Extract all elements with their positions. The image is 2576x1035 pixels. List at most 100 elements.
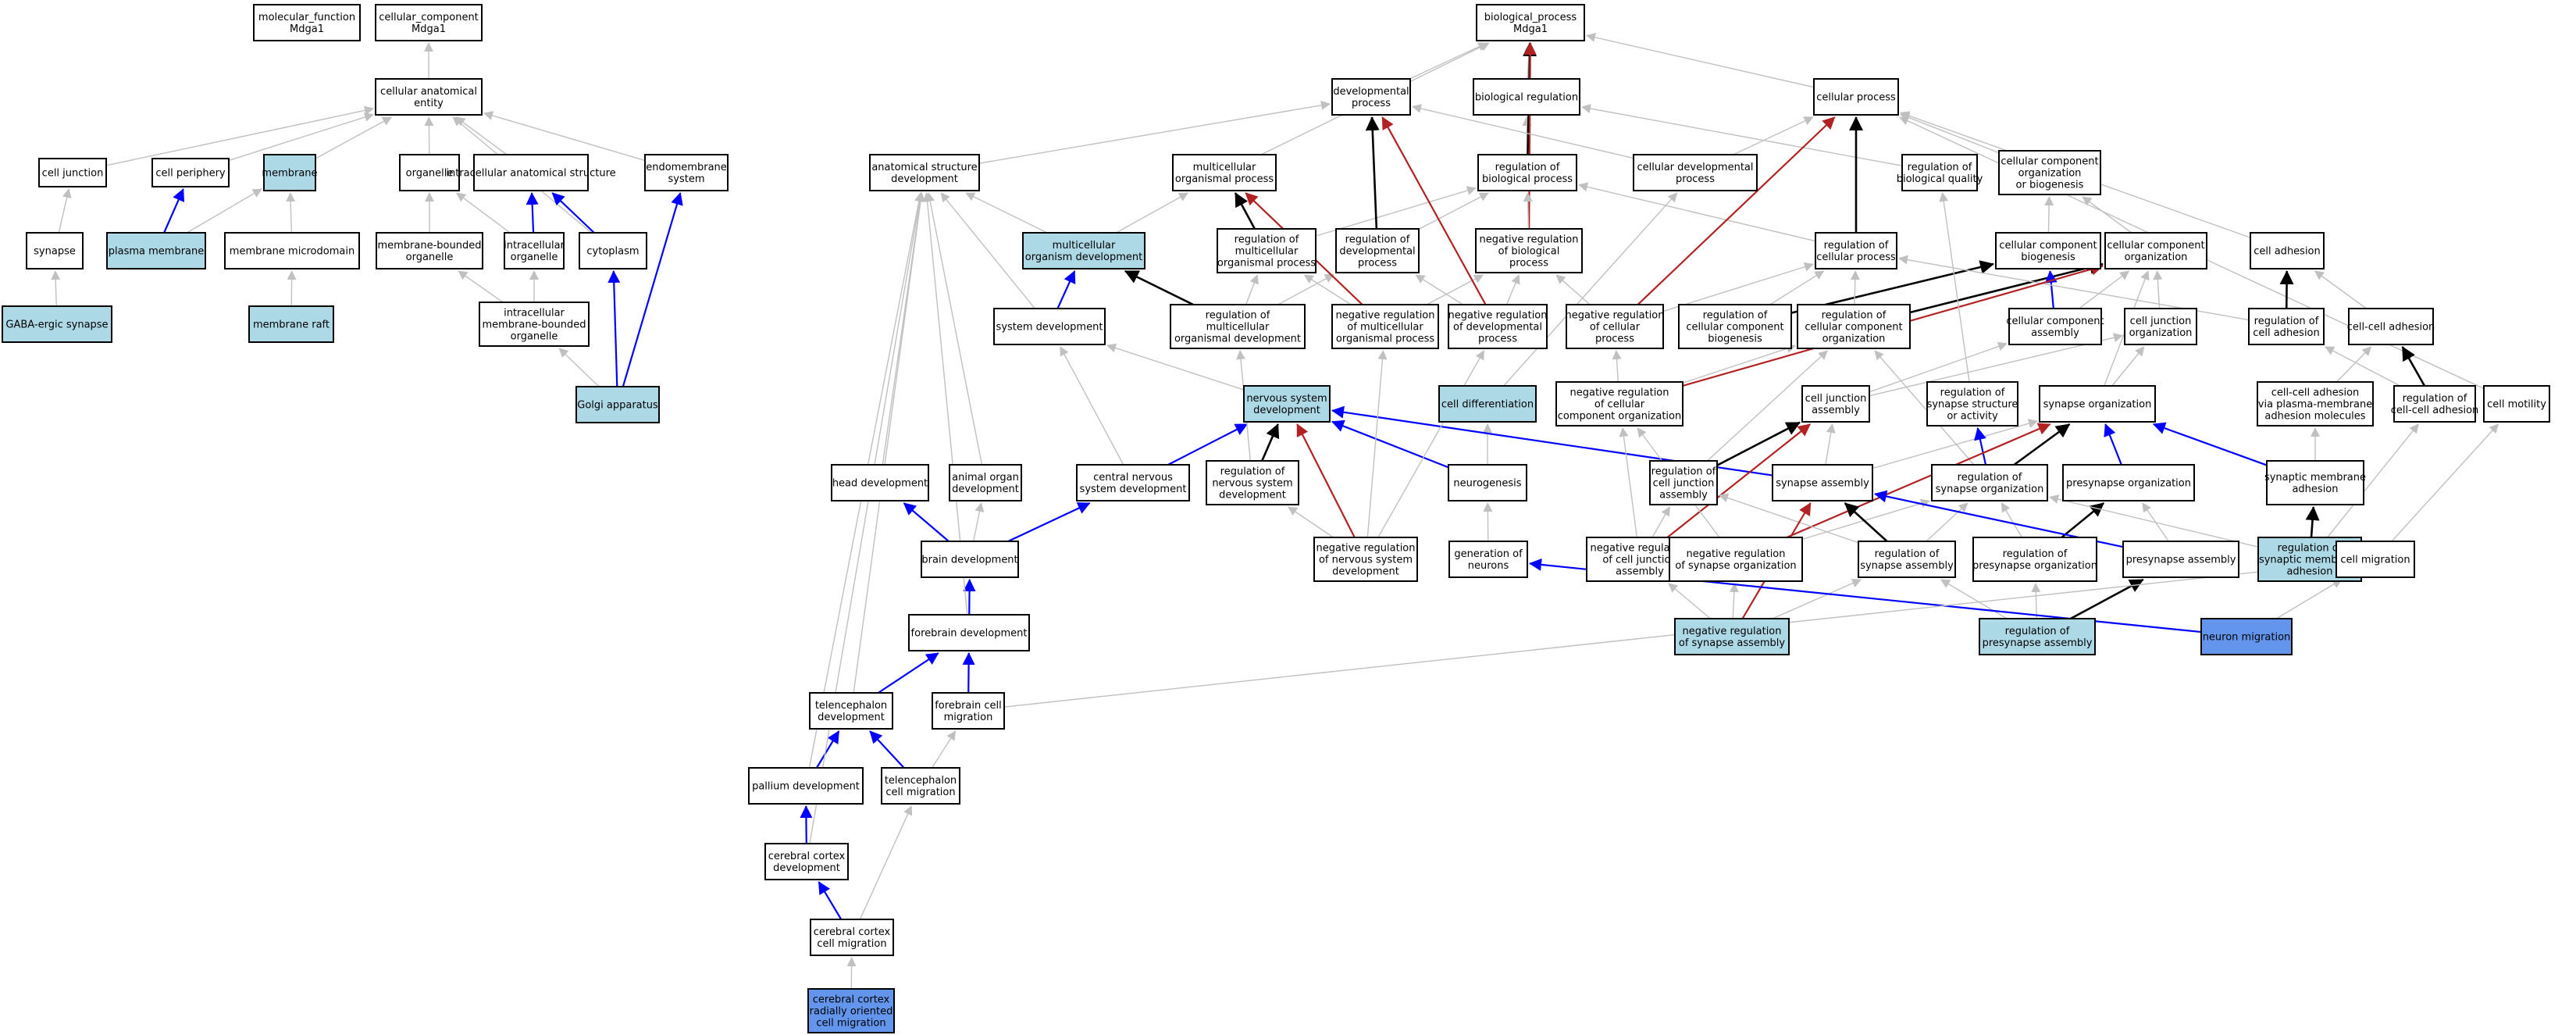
node-label-line: regulation of [1495,162,1560,173]
edge-cper-to-cae [228,112,374,162]
edge-nrcja-to-rcja [1651,506,1670,538]
node-label-line: of developmental [1453,322,1542,334]
node-label-line: Mdga1 [412,23,446,35]
node-label-line: of cellular [1590,322,1641,334]
edge-dev-to-bp [1409,42,1488,80]
edge-syn-to-cj [58,188,72,234]
edge-bd-to-cnsd [1007,502,1091,542]
node-cj: cell junction [38,158,107,187]
node-label-line: assembly [1812,405,1860,416]
node-label-line: synapse structure [1927,399,2018,411]
node-label-line: cell junction [1805,393,1867,405]
node-breg: biological regulation [1473,78,1580,116]
node-label-line: organization [2129,327,2193,339]
node-label-line: of multicellular [1347,322,1423,334]
edge-so-to-cjo [2111,346,2145,387]
edge-pd-to-td [815,730,840,769]
node-label-line: cellular component [1805,322,1902,334]
node-label-line: regulation of [1958,472,2022,484]
node-label-line: process [1595,334,1634,345]
node-label-line: biological_process [1484,12,1577,23]
node-label-line: cell migration [816,1018,885,1030]
node-label-line: cell junction [2130,316,2192,327]
node-label-line: regulation of [2278,543,2343,555]
node-label-line: process [1478,334,1517,345]
node-ccadh: cell-cell adhesion [2347,308,2435,345]
node-cper: cell periphery [151,158,230,187]
node-label-line: system development [996,322,1103,334]
edge-rccb-to-rcp [1769,270,1825,305]
node-label-line: brain development [921,555,1017,566]
node-label-line: cellular anatomical [380,86,477,98]
edge-nrso-to-rso [1801,498,1930,541]
node-box [2122,541,2239,578]
node-neurog: neurogenesis [1448,464,1527,501]
node-label-line: biogenesis [2021,252,2075,263]
node-label-line: adhesion [2286,566,2332,578]
edge-rmod-to-mod [1124,269,1194,306]
node-label-line: cell adhesion [2253,327,2320,339]
node-label-line: migration [944,712,993,723]
node-ias: intracellular anatomical structure [446,154,616,191]
node-label-line: organization [2125,252,2188,263]
node-label-line: process [1352,98,1391,109]
node-label-line: organization [2018,168,2082,180]
node-box [1475,228,1583,273]
edge-rsa-to-rso [1926,502,1969,542]
edge-rmod-to-rdp [1277,273,1334,305]
node-box [1801,385,1870,423]
node-box [1206,460,1299,505]
edge-aod-to-asd [925,192,983,466]
node-label-line: regulation of [2005,626,2070,637]
node-label-line: organism development [1025,252,1142,263]
node-label-line: component organization [1558,411,1682,423]
edge-nmig-to-cmig [2275,579,2343,619]
edge-rssa-to-rbq [1939,192,1970,383]
node-label-line: multicellular [1206,322,1270,334]
node-label-line: assembly [2031,327,2079,339]
edge-ccob-to-cproc [1900,112,2000,154]
edge-fcm-to-cmig [1003,559,2335,708]
node-box [1243,385,1331,423]
node-box [1172,154,1277,191]
node-mem: membrane [262,154,318,191]
edge-nrnsd-to-nsd [1296,423,1356,538]
node-label-line: organelle [511,252,558,263]
node-label-line: organelle [511,331,558,343]
node-box [2348,308,2434,345]
node-label-line: membrane microdomain [230,246,355,258]
node-label-line: synapse [34,246,76,258]
node-label-line: of cell junction [1602,555,1676,566]
edge-io-to-ias [526,192,539,234]
node-box [579,232,647,269]
node-label-line: cell migration [885,787,955,798]
edge-rcja-to-rcco [1707,350,1828,462]
edge-sma-to-so [2152,422,2268,466]
node-box [2008,308,2102,345]
node-box [1674,618,1790,655]
node-box [1813,78,1899,116]
node-label-line: cellular process [1816,252,1896,263]
node-label-line: development [773,862,840,874]
edge-mod-to-asd [965,192,1048,234]
node-box [1566,304,1664,349]
edge-cjo-to-cco [2153,270,2163,309]
node-label-line: development [1219,490,1286,501]
node-label-line: developmental [1333,86,1409,98]
node-label-line: regulation of [1908,162,1972,173]
edge-nrmop-to-rmop [1303,274,1352,305]
node-box [807,988,895,1033]
node-box [106,232,206,269]
node-label-line: cerebral cortex [813,994,890,1006]
